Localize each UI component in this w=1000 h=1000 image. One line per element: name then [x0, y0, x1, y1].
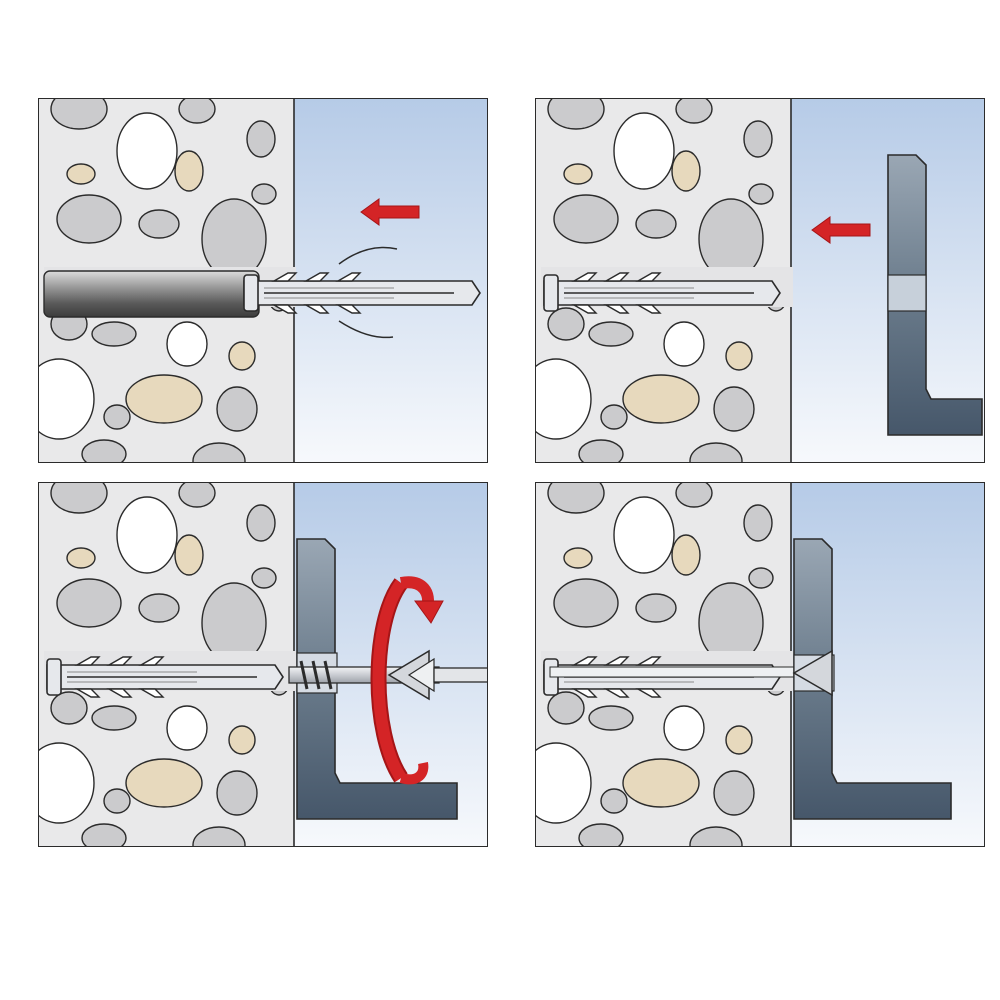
rotation-arrow: [370, 576, 444, 785]
step-3-panel: [38, 482, 488, 847]
anchor-fin-bottom: [338, 320, 394, 339]
step-1-panel: [38, 98, 488, 463]
screw-head: [792, 649, 833, 697]
step-2-panel: [535, 98, 985, 463]
angle-bracket: [887, 154, 983, 436]
drill-bit: [43, 270, 260, 318]
step-3-illustration: [39, 483, 487, 846]
screw-shaft: [549, 666, 826, 678]
step-2-illustration: [536, 99, 984, 462]
screw-thread: [299, 660, 333, 690]
step-1-illustration: [39, 99, 487, 462]
step-4-illustration: [536, 483, 984, 846]
screwdriver-shaft: [433, 667, 487, 683]
anchor-fin-top: [338, 246, 398, 265]
step-4-panel: [535, 482, 985, 847]
bracket-hole: [887, 274, 927, 312]
